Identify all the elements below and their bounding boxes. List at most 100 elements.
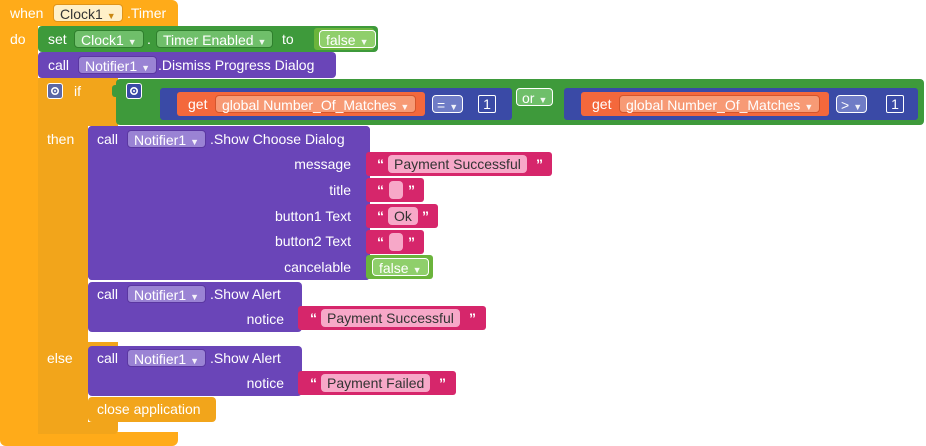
choose-component-dropdown[interactable]: Notifier1▼ (127, 130, 207, 148)
or-logic-block[interactable]: get global Number_Of_Matches▼ =▼ 1 or▼ g… (112, 79, 924, 125)
set-property-dropdown[interactable]: Timer Enabled▼ (156, 30, 274, 48)
cancelable-value: false (379, 260, 409, 276)
alert-component-label: Notifier1 (134, 287, 187, 303)
number-input[interactable]: 1 (478, 95, 496, 113)
variable-dropdown[interactable]: global Number_Of_Matches▼ (619, 95, 821, 113)
false-logic-block[interactable]: false▼ (314, 28, 376, 50)
message-text-block[interactable]: “ Payment Successful ” (366, 152, 552, 176)
number-value: 1 (891, 96, 899, 112)
if-mutator-gear-icon[interactable] (47, 83, 63, 99)
chevron-down-icon: ▼ (190, 292, 200, 302)
alert-method-label: .Show Alert (210, 286, 281, 302)
button1-text-value: Ok (394, 208, 412, 224)
button2-text-block[interactable]: “ ” (366, 230, 424, 254)
chevron-down-icon: ▼ (853, 102, 863, 112)
cancelable-false-block[interactable]: false▼ (366, 255, 433, 279)
call-label: call (97, 286, 119, 302)
chevron-down-icon: ▼ (190, 137, 200, 147)
set-component-dropdown[interactable]: Clock1▼ (74, 30, 144, 48)
button1-text-field[interactable]: Ok (388, 207, 418, 225)
open-quote-icon: “ (310, 375, 317, 391)
when-label: when (10, 5, 44, 21)
or-dropdown[interactable]: or▼ (516, 88, 554, 106)
to-label: to (282, 31, 294, 47)
event-block-clock-timer[interactable]: when Clock1▼ .Timer do (0, 0, 178, 446)
event-component-dropdown[interactable]: Clock1▼ (53, 4, 123, 22)
message-param-label: message (294, 156, 351, 172)
notice-success-text-field[interactable]: Payment Successful (321, 309, 460, 327)
chevron-down-icon: ▼ (412, 265, 422, 275)
set-dot-label: . (147, 31, 151, 47)
notice-failed-text-value: Payment Failed (327, 375, 425, 391)
get-label: get (188, 96, 208, 112)
notice-param-label: notice (246, 375, 284, 391)
alert-method-label: .Show Alert (210, 350, 281, 366)
message-text-value: Payment Successful (394, 156, 521, 172)
event-component-label: Clock1 (60, 6, 103, 22)
chevron-down-icon: ▼ (538, 95, 548, 105)
then-label: then (47, 131, 75, 147)
call-label: call (48, 57, 70, 73)
alert-component-dropdown[interactable]: Notifier1▼ (127, 349, 207, 367)
set-property-label: Timer Enabled (163, 32, 254, 48)
title-param-label: title (329, 182, 351, 198)
chevron-down-icon: ▼ (400, 102, 410, 112)
operator-value: = (437, 97, 446, 113)
choose-component-label: Notifier1 (134, 132, 187, 148)
choose-method-label: .Show Choose Dialog (210, 131, 345, 147)
notice-param-label: notice (246, 311, 284, 327)
notice-success-text-block[interactable]: “ Payment Successful ” (298, 306, 486, 330)
equals-compare-block[interactable]: get global Number_Of_Matches▼ =▼ 1 (160, 88, 512, 120)
open-quote-icon: “ (377, 156, 384, 172)
call-label: call (97, 131, 119, 147)
chevron-down-icon: ▼ (141, 63, 151, 73)
close-quote-icon: ” (408, 234, 415, 250)
operator-dropdown[interactable]: >▼ (836, 95, 868, 113)
show-alert-success-block[interactable]: call Notifier1▼ .Show Alert notice (88, 282, 302, 332)
chevron-down-icon: ▼ (257, 37, 267, 47)
set-timer-enabled-block[interactable]: set Clock1▼ . Timer Enabled▼ to false▼ (38, 26, 378, 52)
dismiss-progress-dialog-block[interactable]: call Notifier1▼ .Dismiss Progress Dialog (38, 52, 336, 78)
variable-name: global Number_Of_Matches (222, 97, 397, 113)
button1-param-label: button1 Text (274, 208, 351, 224)
set-component-label: Clock1 (81, 32, 124, 48)
cancelable-dropdown[interactable]: false▼ (372, 258, 429, 276)
operator-dropdown[interactable]: =▼ (432, 95, 464, 113)
or-mutator-gear-icon[interactable] (126, 83, 142, 99)
open-quote-icon: “ (310, 310, 317, 326)
get-variable-block[interactable]: get global Number_Of_Matches▼ (581, 92, 829, 116)
chevron-down-icon: ▼ (359, 37, 369, 47)
chevron-down-icon: ▼ (127, 37, 137, 47)
alert-component-label: Notifier1 (134, 351, 187, 367)
alert-component-dropdown[interactable]: Notifier1▼ (127, 285, 207, 303)
greater-compare-block[interactable]: get global Number_Of_Matches▼ >▼ 1 (564, 88, 918, 120)
chevron-down-icon: ▼ (804, 102, 814, 112)
title-text-field[interactable] (389, 181, 403, 199)
dismiss-component-dropdown[interactable]: Notifier1▼ (78, 56, 158, 74)
close-quote-icon: ” (536, 156, 543, 172)
event-name-label: .Timer (127, 5, 167, 21)
show-choose-dialog-block[interactable]: call Notifier1▼ .Show Choose Dialog mess… (88, 126, 370, 280)
notice-failed-text-field[interactable]: Payment Failed (321, 374, 431, 392)
false-dropdown[interactable]: false▼ (319, 30, 376, 48)
set-label: set (48, 31, 67, 47)
number-input[interactable]: 1 (886, 95, 904, 113)
else-label: else (47, 350, 73, 366)
show-alert-failed-block[interactable]: call Notifier1▼ .Show Alert notice (88, 346, 302, 396)
close-quote-icon: ” (408, 182, 415, 198)
chevron-down-icon: ▼ (449, 102, 459, 112)
variable-name: global Number_Of_Matches (626, 97, 801, 113)
close-quote-icon: ” (422, 208, 429, 224)
title-text-block[interactable]: “ ” (366, 178, 424, 202)
if-else-block[interactable]: if then else (38, 78, 118, 434)
message-text-field[interactable]: Payment Successful (388, 155, 527, 173)
variable-dropdown[interactable]: global Number_Of_Matches▼ (215, 95, 417, 113)
get-variable-block[interactable]: get global Number_Of_Matches▼ (177, 92, 425, 116)
button2-text-field[interactable] (389, 233, 403, 251)
do-label: do (10, 31, 26, 47)
notice-failed-text-block[interactable]: “ Payment Failed ” (298, 371, 456, 395)
close-application-label: close application (97, 401, 201, 417)
close-application-block[interactable]: close application (88, 397, 216, 422)
button1-text-block[interactable]: “ Ok ” (366, 204, 438, 228)
open-quote-icon: “ (377, 208, 384, 224)
